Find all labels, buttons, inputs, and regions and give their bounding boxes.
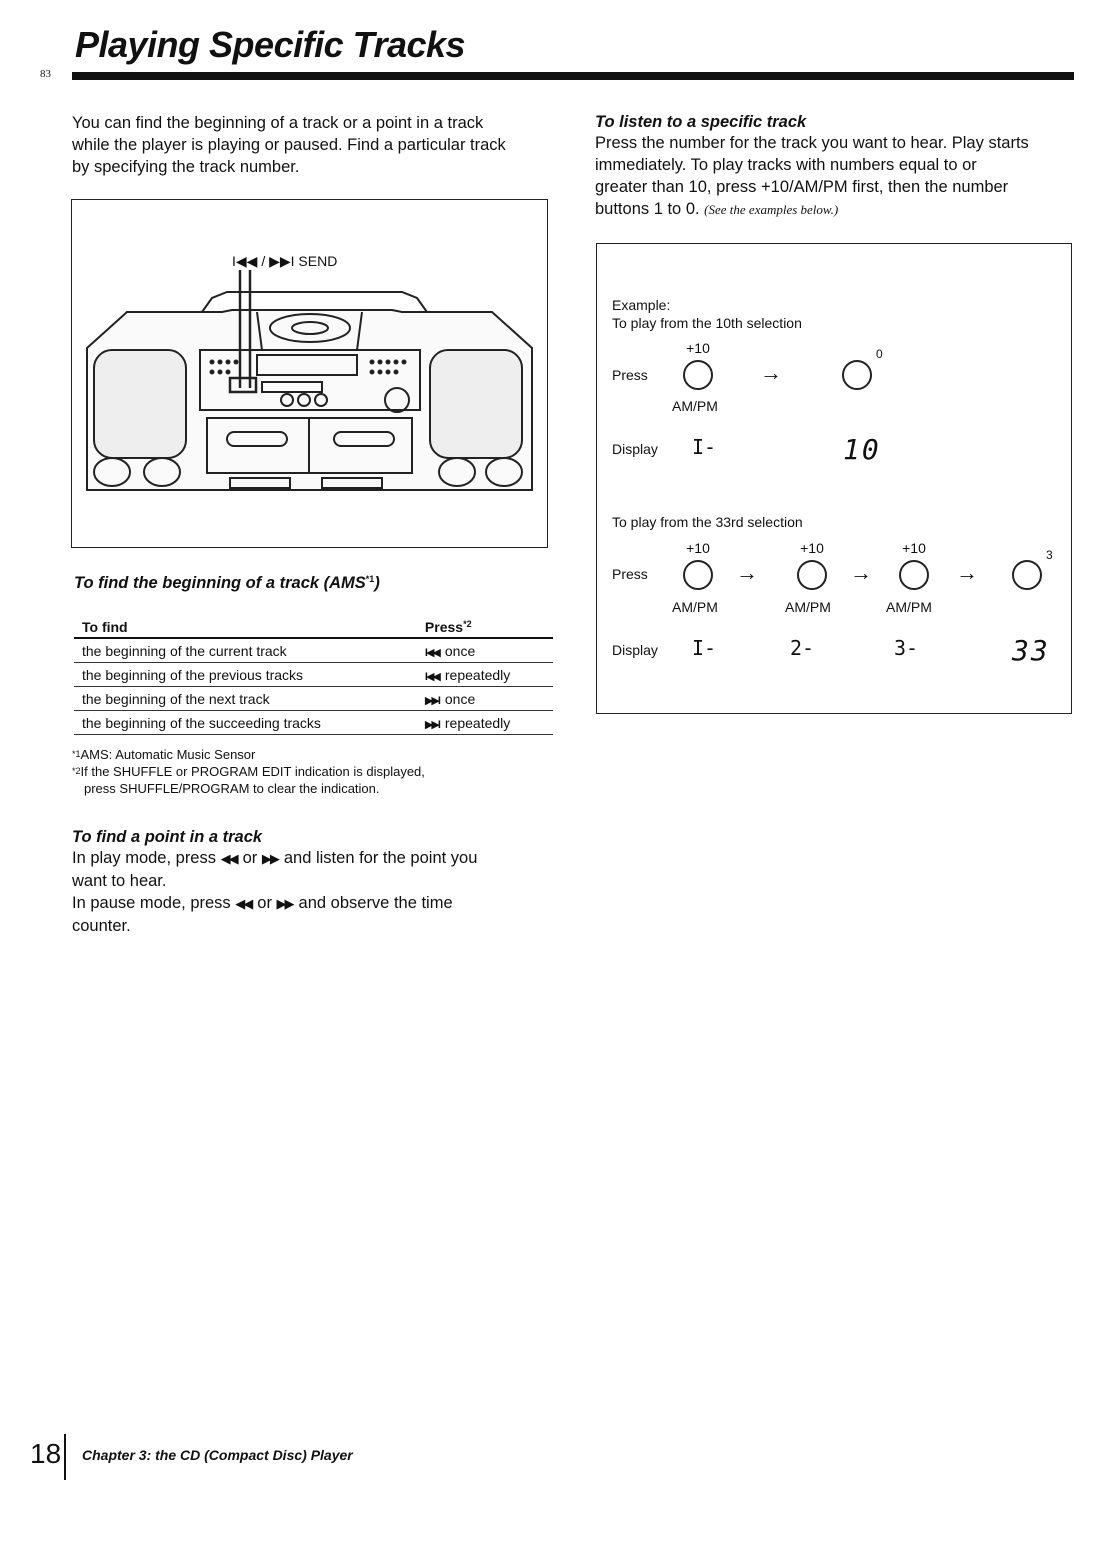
ams-heading: To find the beginning of a track (AMS*1) [74,574,380,593]
intro-line: while the player is playing or paused. F… [72,136,506,154]
boombox-illustration [86,270,533,491]
press-label: Press [612,367,648,383]
example-label: Example: [612,297,671,313]
example-2-title: To play from the 33rd selection [612,514,803,530]
ams-table: To find Press*2 the beginning of the cur… [74,615,553,735]
table-header-row: To find Press*2 [74,615,553,639]
plus10-label: +10 [686,340,710,356]
listen-section: To listen to a specific track Press the … [595,113,1080,221]
ams-heading-mark: *1 [365,574,375,584]
press-label: Press [612,566,648,582]
table-row: the beginning of the current track I◀◀on… [74,638,553,663]
footnotes: *1AMS: Automatic Music Sensor *2If the S… [72,746,552,797]
row-find: the beginning of the next track [74,686,413,711]
example-box [596,243,1072,714]
row-press: I◀◀repeatedly [412,662,553,687]
footnote-1: *1AMS: Automatic Music Sensor [72,747,256,762]
lcd-readout: 10 [843,433,881,466]
rewind-icon: ◀◀ [235,896,253,911]
ampm-label: AM/PM [672,599,718,615]
send-button-label: I◀◀ / ▶▶I SEND [232,253,338,269]
listen-line: Press the number for the track you want … [595,134,1029,152]
listen-note: (See the examples below.) [704,202,839,217]
intro-line: You can find the beginning of a track or… [72,114,484,132]
table-row: the beginning of the succeeding tracks ▶… [74,710,553,735]
col-header-press: Press*2 [412,615,553,639]
arrow-right-icon: → [850,560,872,585]
example-1-title: To play from the 10th selection [612,315,802,331]
ams-heading-text: To find the beginning of a track (AMS [74,574,366,592]
rewind-icon: ◀◀ [220,851,239,866]
skip-forward-icon: ▶▶I [424,719,441,731]
skip-back-icon: I◀◀ [424,647,441,659]
listen-heading: To listen to a specific track [595,113,807,131]
lcd-readout: 33 [1012,634,1050,667]
ampm-label: AM/PM [785,599,831,615]
title-rule [72,72,1074,80]
footer-divider [64,1434,66,1480]
find-point-heading: To find a point in a track [72,828,263,846]
lcd-flash: I- [692,435,717,459]
plus10-button-icon [683,560,713,590]
row-find: the beginning of the current track [74,638,413,663]
ampm-label: AM/PM [886,599,932,615]
arrow-right-icon: → [760,360,782,385]
plus10-label: +10 [686,540,710,556]
arrow-right-icon: → [956,560,978,585]
digit-label: 3 [1046,548,1053,562]
intro-paragraph: You can find the beginning of a track or… [72,112,552,178]
fast-forward-icon: ▶▶ [276,896,295,911]
find-point-line: In play mode, press ◀◀or ▶▶and listen fo… [72,849,478,867]
boombox-figure [71,199,548,548]
row-find: the beginning of the succeeding tracks [74,710,413,735]
find-point-line: want to hear. [72,872,167,890]
ams-heading-end: ) [374,574,380,592]
footnote-2-cont: press SHUFFLE/PROGRAM to clear the indic… [84,781,380,796]
lcd-flash: 3- [894,636,919,660]
row-press: I◀◀once [412,638,553,663]
footnote-2: *2If the SHUFFLE or PROGRAM EDIT indicat… [72,764,425,779]
intro-line: by specifying the track number. [72,158,300,176]
plus10-label: +10 [902,540,926,556]
ampm-label: AM/PM [672,398,718,414]
digit-button-icon [1012,560,1042,590]
display-label: Display [612,642,658,658]
digit-label: 0 [876,347,883,361]
listen-line: buttons 1 to 0. (See the examples below.… [595,200,839,218]
plus10-label: +10 [800,540,824,556]
page-title: Playing Specific Tracks [75,24,466,65]
chapter-label: Chapter 3: the CD (Compact Disc) Player [82,1447,353,1463]
page-number: 18 [30,1438,62,1469]
lcd-flash: 2- [790,636,815,660]
row-find: the beginning of the previous tracks [74,662,413,687]
digit-button-icon [842,360,872,390]
plus10-button-icon [797,560,827,590]
skip-forward-icon: ▶▶I [424,695,441,707]
page-id: 83 [40,68,51,80]
find-point-line: counter. [72,917,131,935]
arrow-right-icon: → [736,560,758,585]
find-point-section: To find a point in a track In play mode,… [72,828,562,937]
fast-forward-icon: ▶▶ [261,851,280,866]
lcd-flash: I- [692,636,717,660]
table-row: the beginning of the previous tracks I◀◀… [74,662,553,687]
listen-line: immediately. To play tracks with numbers… [595,156,977,174]
display-label: Display [612,441,658,457]
skip-back-icon: I◀◀ [424,671,441,683]
plus10-button-icon [899,560,929,590]
find-point-line: In pause mode, press ◀◀or ▶▶and observe … [72,894,453,912]
listen-line: greater than 10, press +10/AM/PM first, … [595,178,1009,196]
plus10-button-icon [683,360,713,390]
col-header-find: To find [74,615,413,639]
